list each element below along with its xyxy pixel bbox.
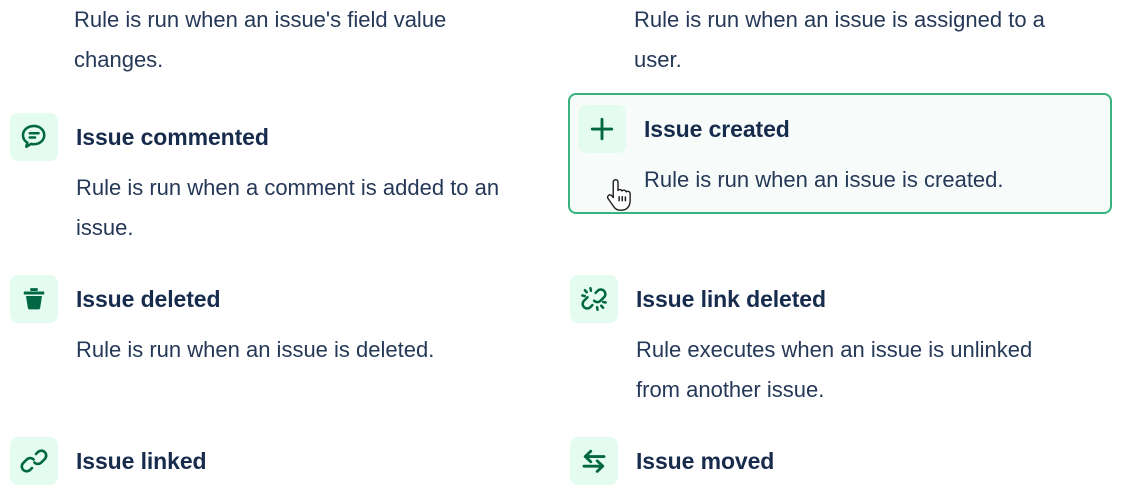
rule-trigger-grid: Rule is run when an issue's field value … (0, 0, 1112, 485)
trigger-description: Rule is run when an issue is deleted. (76, 337, 435, 362)
trigger-description: Rule is run when an issue's field value … (74, 7, 447, 72)
trigger-header: Issue link deleted (570, 275, 1096, 323)
trigger-title: Issue moved (636, 447, 775, 474)
trigger-option-issue-moved[interactable]: Issue moved (560, 425, 1110, 499)
trigger-title: Issue link deleted (636, 285, 826, 312)
clipped-description-right: Rule is run when an issue is assigned to… (560, 0, 1110, 80)
trash-icon (10, 275, 58, 323)
trigger-title: Issue linked (76, 447, 207, 474)
swap-arrows-icon (570, 437, 618, 485)
trigger-header: Issue linked (10, 437, 536, 485)
trigger-description: Rule executes when an issue is unlinked … (636, 337, 1033, 402)
trigger-option-issue-linked[interactable]: Issue linked (0, 425, 550, 499)
trigger-column-right: Rule is run when an issue is assigned to… (560, 0, 1112, 485)
trigger-header: Issue moved (570, 437, 1096, 485)
trigger-option-issue-link-deleted[interactable]: Issue link deleted Rule executes when an… (560, 263, 1110, 424)
trigger-header: Issue commented (10, 113, 536, 161)
trigger-option-issue-created[interactable]: Issue created Rule is run when an issue … (568, 93, 1112, 214)
plus-icon (578, 105, 626, 153)
trigger-title: Issue created (644, 115, 790, 142)
trigger-description: Rule is run when a comment is added to a… (76, 175, 500, 240)
trigger-column-left: Rule is run when an issue's field value … (0, 0, 550, 485)
comment-bubble-icon (10, 113, 58, 161)
trigger-option-issue-deleted[interactable]: Issue deleted Rule is run when an issue … (0, 263, 550, 384)
trigger-header: Issue created (578, 105, 1098, 153)
trigger-option-issue-commented[interactable]: Issue commented Rule is run when a comme… (0, 101, 550, 262)
trigger-header: Issue deleted (10, 275, 536, 323)
trigger-title: Issue deleted (76, 285, 221, 312)
broken-link-icon (570, 275, 618, 323)
trigger-description: Rule is run when an issue is assigned to… (634, 7, 1045, 72)
trigger-title: Issue commented (76, 123, 269, 150)
chain-link-icon (10, 437, 58, 485)
clipped-description-left: Rule is run when an issue's field value … (0, 0, 550, 80)
trigger-description: Rule is run when an issue is created. (644, 167, 1004, 192)
